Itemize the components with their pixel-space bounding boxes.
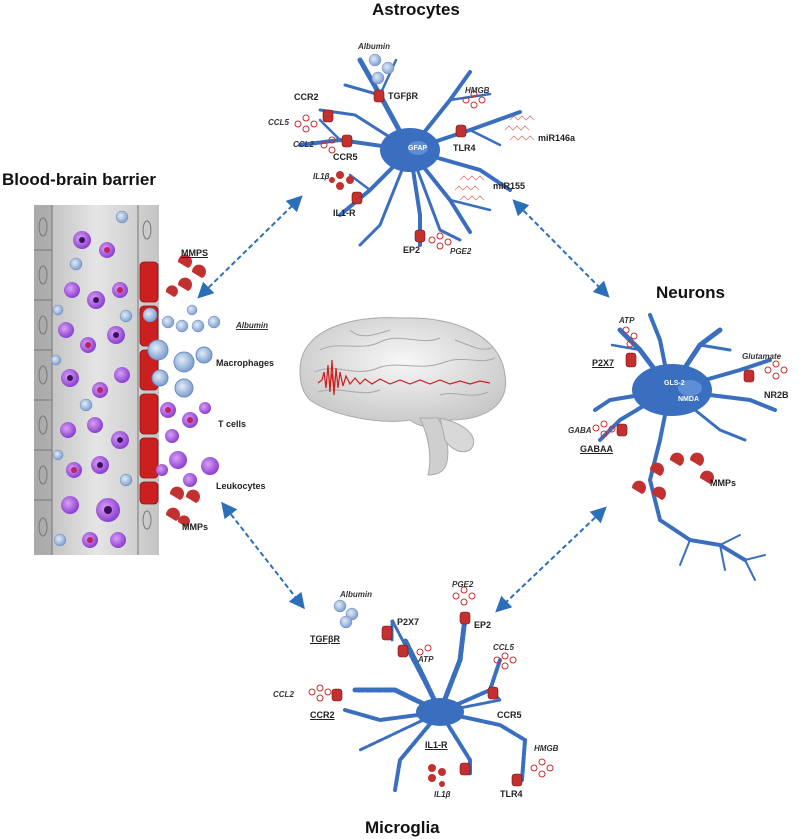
arrow-bbb-astrocytes xyxy=(197,195,303,299)
neuron-gabaa-label: GABAA xyxy=(580,444,613,454)
neuron-mmps-label: MMPs xyxy=(710,478,737,488)
microglia-il1b-label: IL1β xyxy=(434,790,451,799)
microglia-ccr2-label: CCR2 xyxy=(310,710,335,720)
microglia-ccl5-label: CCL5 xyxy=(493,643,514,652)
astrocyte-ep2-label: EP2 xyxy=(403,245,421,255)
neuron-ligands xyxy=(592,326,788,438)
bbb-leukocytes-label: Leukocytes xyxy=(216,481,266,491)
albumin-molecules xyxy=(142,304,221,333)
neuron-atp-label: ATP xyxy=(619,316,635,325)
astrocyte-il1r-label: IL1-R xyxy=(333,208,356,218)
astrocyte-receptors xyxy=(322,89,467,243)
astrocyte-ccl5-label: CCL5 xyxy=(268,118,289,127)
astrocyte-ligands xyxy=(294,90,486,250)
bbb-tcells-label: T cells xyxy=(218,419,247,429)
astrocyte-nucleus-label: GFAP xyxy=(408,145,428,152)
microglia-tgfbr-label: TGFβR xyxy=(310,634,340,644)
extravasating-cells xyxy=(142,254,221,527)
arrow-neurons-microglia xyxy=(495,506,607,613)
t-cell-cells xyxy=(160,402,211,443)
title-blood-brain-barrier: Blood-brain barrier xyxy=(2,170,156,189)
neuron-receptors xyxy=(616,352,755,437)
microglia-tlr4-label: TLR4 xyxy=(500,789,523,799)
neuron-mmps xyxy=(631,452,714,500)
neuron-glutamate-label: Glutamate xyxy=(742,352,782,361)
arrow-bbb-microglia xyxy=(221,501,305,610)
microglia-hmgb-label: HMGB xyxy=(534,744,559,753)
astrocyte-il1b-label: IL1β xyxy=(313,172,330,181)
microglia-p2x7-label: P2X7 xyxy=(397,617,420,627)
brain-illustration xyxy=(299,317,507,476)
title-astrocytes: Astrocytes xyxy=(372,0,460,19)
astrocyte-mirna xyxy=(454,115,535,201)
microglia-il1b xyxy=(428,764,446,787)
neuron-cell xyxy=(592,313,788,581)
astrocyte-tlr4-label: TLR4 xyxy=(453,143,476,153)
title-neurons: Neurons xyxy=(656,283,725,302)
microglia-receptors xyxy=(331,611,523,787)
astrocyte-ccl2-label: CCL2 xyxy=(293,140,314,149)
microglia-ccr5-label: CCR5 xyxy=(497,710,522,720)
neuron-gaba-label: GABA xyxy=(568,426,592,435)
astrocyte-hmgb-label: HMGB xyxy=(465,86,490,95)
bbb-macrophages-label: Macrophages xyxy=(216,358,275,368)
microglia-ep2-label: EP2 xyxy=(474,620,492,630)
bbb-albumin-label: Albumin xyxy=(236,321,268,330)
neuron-nucleus-label-2: NMDA xyxy=(678,396,699,403)
microglia-pge2-label: PGE2 xyxy=(452,580,474,589)
astrocyte-albumin-label: Albumin xyxy=(358,42,390,51)
arrow-astrocytes-neurons xyxy=(512,199,610,298)
mmp-molecules xyxy=(165,254,206,527)
astrocyte-ccr2-label: CCR2 xyxy=(294,92,319,102)
microglia-albumin xyxy=(333,599,359,629)
astrocyte-albumin xyxy=(368,53,395,85)
blood-vessel xyxy=(34,205,159,555)
astrocyte-mir155-label: miR155 xyxy=(493,181,526,191)
astrocyte-il1b xyxy=(329,171,354,190)
interaction-arrows xyxy=(197,195,610,613)
neuron-p2x7-label: P2X7 xyxy=(592,358,615,368)
microglia-ccl2-label: CCL2 xyxy=(273,690,294,699)
astrocyte-tgfbr-label: TGFβR xyxy=(388,91,418,101)
microglia-albumin-label: Albumin xyxy=(340,590,372,599)
blood-cells xyxy=(50,210,133,548)
neuron-nr2b-label: NR2B xyxy=(764,390,789,400)
neuron-nucleus-label-1: GLS-2 xyxy=(664,380,685,387)
neuron-nucleus xyxy=(678,380,702,396)
astrocyte-nucleus xyxy=(408,141,428,155)
title-microglia: Microglia xyxy=(365,818,440,837)
leukocyte-cells xyxy=(156,451,219,487)
bbb-mmps-top-label: MMPS xyxy=(181,248,208,258)
astrocyte-mir146a-label: miR146a xyxy=(538,133,576,143)
astrocyte-ccr5-label: CCR5 xyxy=(333,152,358,162)
seizure-trace xyxy=(317,359,491,396)
microglia-atp-label: ATP xyxy=(418,655,434,664)
microglia-il1r-label: IL1-R xyxy=(425,740,448,750)
astrocyte-pge2-label: PGE2 xyxy=(450,247,472,256)
bbb-mmps-bottom-label: MMPs xyxy=(182,522,209,532)
macrophage-cells xyxy=(147,339,213,398)
microglia-cell xyxy=(308,586,554,792)
astrocyte-cell xyxy=(294,53,535,250)
microglia-ligands xyxy=(308,586,554,778)
